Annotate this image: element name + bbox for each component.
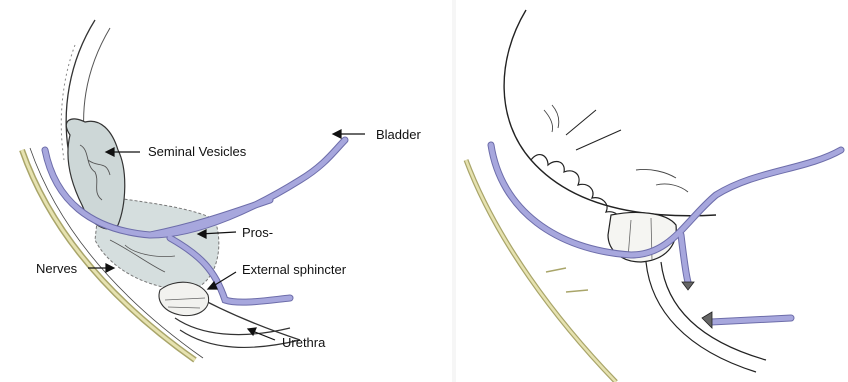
- label-bladder: Bladder: [376, 127, 421, 142]
- left-anatomy-illustration: [0, 0, 452, 382]
- nerve-branches: [546, 268, 588, 292]
- incision-lines: [566, 110, 621, 150]
- ligature-knot-lower: [702, 312, 712, 328]
- label-prostate: Pros-: [242, 225, 273, 240]
- label-external-sphincter: External sphincter: [242, 262, 346, 277]
- urethra-line-inner: [661, 262, 766, 360]
- bladder-outline: [504, 10, 716, 216]
- left-diagram-panel: Bladder Seminal Vesicles Pros- Nerves Ex…: [0, 0, 452, 382]
- urethra-upper-line: [175, 318, 290, 335]
- urethra-line-outer: [646, 262, 756, 372]
- label-urethra: Urethra: [282, 335, 325, 350]
- ligature-knot-upper: [682, 282, 694, 290]
- tissue-hatch-marks: [544, 105, 688, 192]
- right-anatomy-illustration: [456, 0, 848, 382]
- right-diagram-panel: [456, 0, 848, 382]
- label-nerves: Nerves: [36, 261, 77, 276]
- label-seminal-vesicles: Seminal Vesicles: [148, 144, 246, 159]
- prostate-scallops: [531, 155, 619, 222]
